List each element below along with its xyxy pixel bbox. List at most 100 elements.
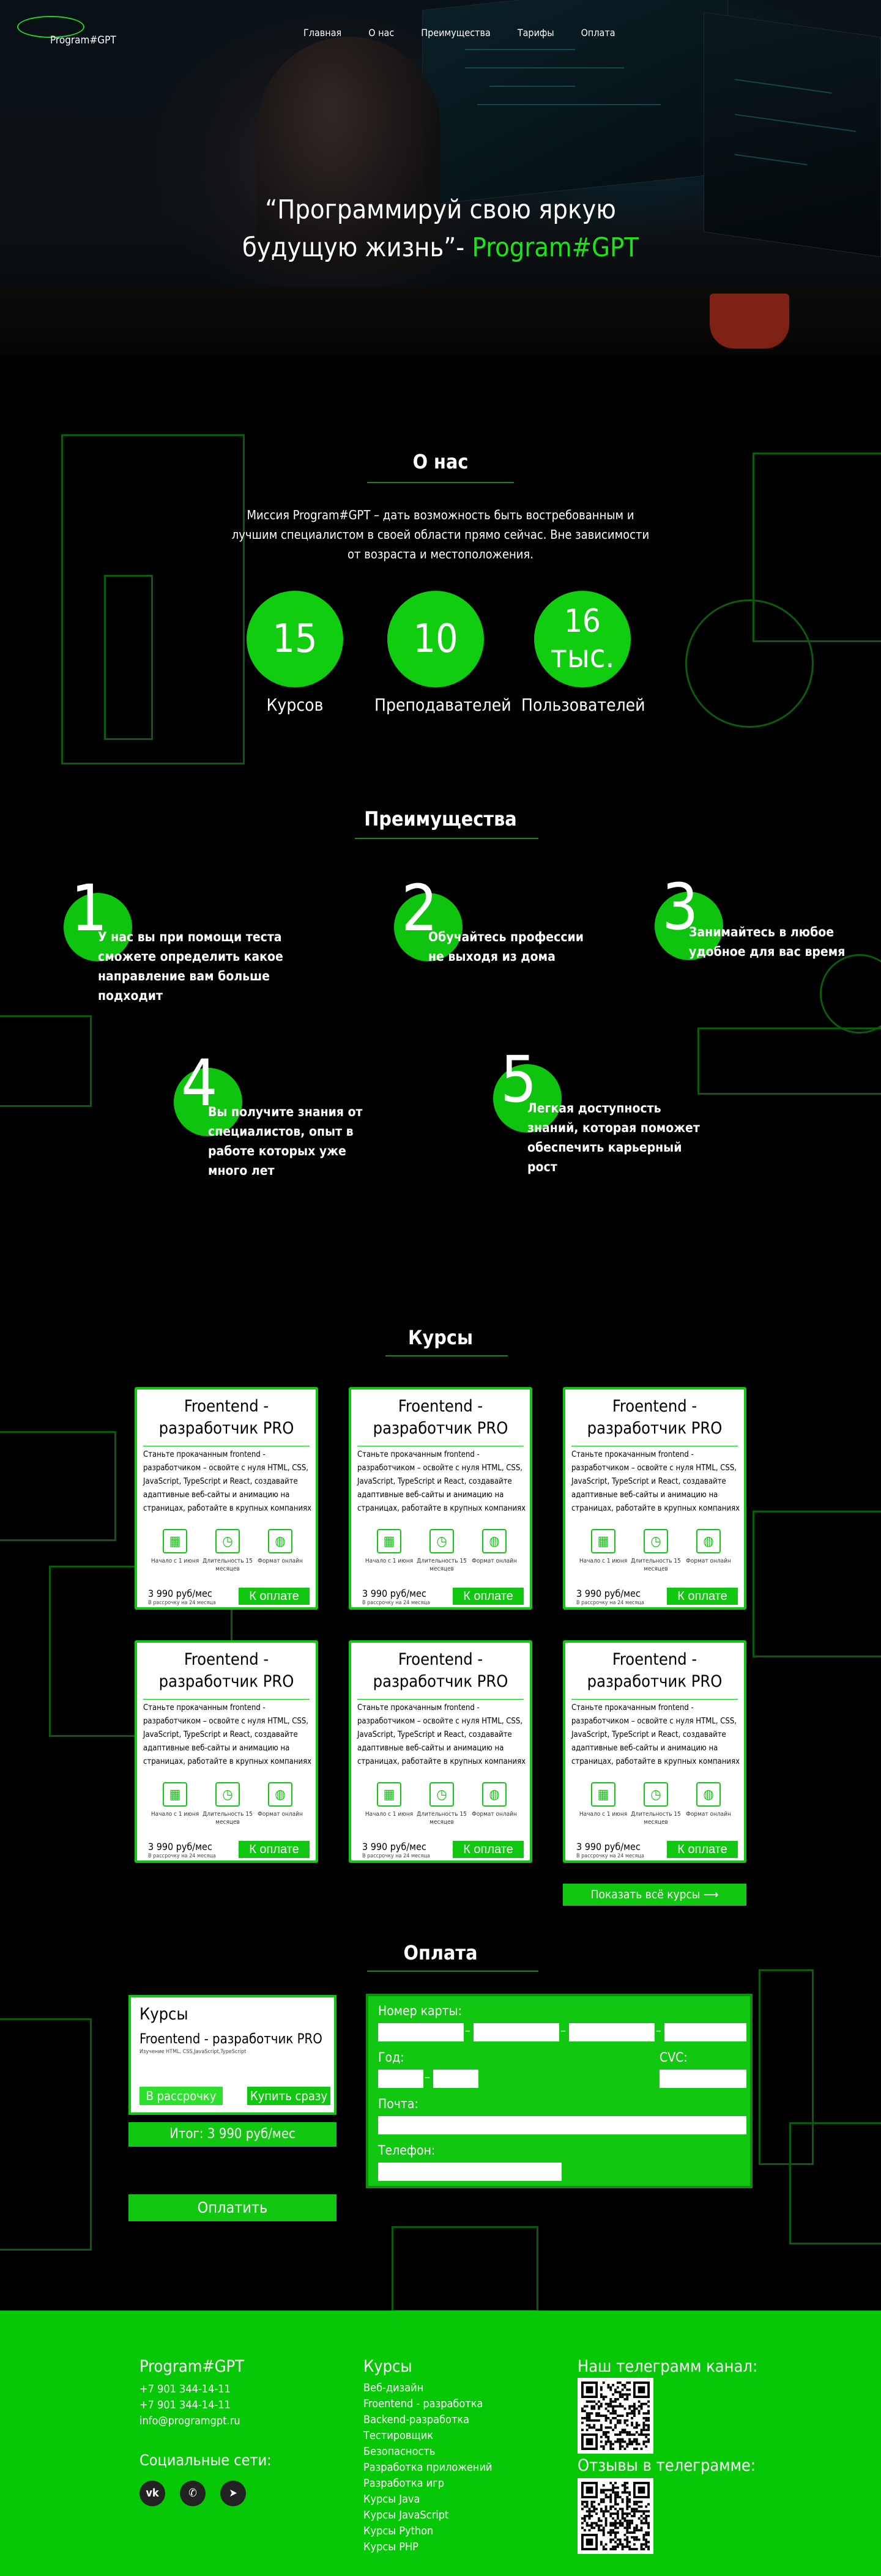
course-feature: ◍Формат онлайн — [683, 1529, 734, 1565]
footer-course-link[interactable]: Веб-дизайн — [363, 2382, 424, 2394]
course-feature-label: Начало с 1 июня — [151, 1811, 199, 1818]
course-feature: ◍Формат онлайн — [255, 1529, 306, 1565]
hero-title-brand: Program#GPT — [464, 232, 639, 263]
course-installment: В рассрочку на 24 месяца — [362, 1853, 430, 1859]
advantage-dot — [174, 1068, 242, 1136]
footer-course-link[interactable]: Курсы PHP — [363, 2541, 418, 2553]
advantage-text: У нас вы при помощи теста сможете опреде… — [98, 930, 283, 1003]
course-feature: ▦Начало с 1 июня — [363, 1529, 415, 1565]
footer-course-link[interactable]: Разработка игр — [363, 2477, 444, 2490]
course-installment: В рассрочку на 24 месяца — [362, 1600, 430, 1606]
nav-item-advantages[interactable]: Преимущества — [421, 27, 491, 39]
nav-item-about[interactable]: О нас — [368, 27, 395, 39]
course-feature-label: Формат онлайн — [686, 1558, 731, 1564]
courses-title: Курсы — [408, 1326, 473, 1349]
footer: Program#GPT +7 901 344-14-11 +7 901 344-… — [0, 2311, 881, 2576]
footer-phone[interactable]: +7 901 344-14-11 — [139, 2399, 231, 2411]
footer-email[interactable]: info@programgpt.ru — [139, 2415, 240, 2427]
show-all-courses-button[interactable]: Показать всё курсы ⟶ — [563, 1884, 746, 1906]
footer-course-link[interactable]: Разработка приложений — [363, 2461, 493, 2474]
course-pay-button[interactable]: К оплате — [667, 1588, 738, 1605]
footer-phone[interactable]: +7 901 344-14-11 — [139, 2383, 231, 2396]
decorative-frame — [753, 453, 881, 642]
course-feature: ◍Формат онлайн — [469, 1529, 520, 1565]
advantage-number: 4 — [181, 1046, 218, 1120]
card-number-input-2[interactable] — [474, 2023, 559, 2041]
telegram-icon[interactable]: ➤ — [220, 2481, 246, 2506]
card-number-input-4[interactable] — [664, 2023, 746, 2041]
telegram-reviews-qr[interactable] — [578, 2478, 653, 2554]
stat-users: 16 тыс. Пользователей — [521, 591, 645, 715]
decorative-frame — [0, 1431, 116, 1541]
course-description: Станьте прокачанным frontend - разработч… — [357, 1450, 526, 1513]
telegram-reviews-heading: Отзывы в телеграмме: — [578, 2456, 756, 2475]
advantage-number: 3 — [662, 870, 699, 944]
nav-item-tariffs[interactable]: Тарифы — [517, 27, 554, 39]
nav-item-home[interactable]: Главная — [303, 27, 342, 39]
hero-section: Program#GPT Главная О нас Преимущества Т… — [0, 0, 881, 355]
whatsapp-icon[interactable]: ✆ — [180, 2481, 206, 2506]
pay-button[interactable]: Оплатить — [128, 2194, 336, 2221]
show-all-label: Показать всё курсы — [590, 1888, 701, 1901]
buy-now-button[interactable]: Купить сразу — [247, 2087, 330, 2105]
course-feature-label: Начало с 1 июня — [579, 1811, 628, 1818]
month-input[interactable] — [378, 2070, 423, 2088]
course-installment: В рассрочку на 24 месяца — [148, 1853, 216, 1859]
cvc-input[interactable] — [660, 2070, 746, 2088]
advantage-item-1: 1 У нас вы при помощи теста сможете опре… — [64, 875, 296, 1003]
social-heading: Социальные сети: — [139, 2451, 272, 2469]
phone-input[interactable] — [378, 2163, 562, 2181]
footer-course-link[interactable]: Тестировщик — [363, 2429, 434, 2442]
installment-button[interactable]: В рассрочку — [139, 2087, 223, 2105]
nav-item-payment[interactable]: Оплата — [581, 27, 615, 39]
logo-text: Program#GPT — [50, 34, 116, 46]
advantage-text: Вы получите знания от специалистов, опыт… — [208, 1105, 363, 1178]
card-number-input-1[interactable] — [378, 2023, 464, 2041]
course-pay-button[interactable]: К оплате — [453, 1588, 524, 1605]
footer-course-link[interactable]: Курсы Java — [363, 2493, 420, 2506]
course-pay-button[interactable]: К оплате — [239, 1588, 310, 1605]
order-course-name: Froentend - разработчик PRO — [139, 2032, 322, 2047]
stat-value: 16 тыс. — [534, 591, 631, 687]
decorative-frame — [61, 434, 245, 764]
course-description: Станьте прокачанным frontend - разработч… — [357, 1703, 526, 1766]
advantage-item-4: 4 Вы получите знания от специалистов, оп… — [174, 1049, 406, 1178]
timer-icon: ◷ — [429, 1529, 454, 1553]
course-pay-button[interactable]: К оплате — [667, 1841, 738, 1858]
payment-title: Оплата — [403, 1941, 478, 1964]
telegram-channel-qr[interactable] — [578, 2378, 653, 2454]
footer-course-link[interactable]: Курсы JavaScript — [363, 2509, 449, 2522]
divider — [367, 1971, 538, 1972]
decorative-frame — [0, 1015, 92, 1107]
course-feature-label: Начало с 1 июня — [151, 1558, 199, 1564]
footer-course-link[interactable]: Backend-разработка — [363, 2413, 470, 2426]
vk-icon[interactable]: vk — [139, 2481, 165, 2506]
course-title: Froentend - разработчик PRO — [158, 1650, 294, 1691]
decorative-circle — [685, 599, 814, 728]
card-number-input-3[interactable] — [569, 2023, 655, 2041]
globe-icon: ◍ — [268, 1529, 292, 1553]
logo[interactable]: Program#GPT — [17, 15, 121, 46]
footer-course-link[interactable]: Безопасность — [363, 2445, 436, 2458]
course-pay-button[interactable]: К оплате — [239, 1841, 310, 1858]
hero-code-decoration — [465, 67, 624, 68]
footer-course-link[interactable]: Froentend - разработка — [363, 2397, 483, 2410]
footer-course-link[interactable]: Курсы Python — [363, 2525, 434, 2537]
year-input[interactable] — [433, 2070, 478, 2088]
course-price: 3 990 руб/мес — [576, 1588, 641, 1599]
calendar-icon: ▦ — [163, 1529, 187, 1553]
email-input[interactable] — [378, 2116, 746, 2134]
course-pay-button[interactable]: К оплате — [453, 1841, 524, 1858]
timer-icon: ◷ — [644, 1782, 668, 1807]
advantage-text: Занимайтесь в любое удобное для вас врем… — [689, 925, 846, 959]
advantage-text: Легкая доступность знаний, которая помож… — [527, 1101, 700, 1174]
divider — [385, 1355, 508, 1356]
course-feature: ◷Длительность 15 месяцев — [416, 1529, 467, 1573]
